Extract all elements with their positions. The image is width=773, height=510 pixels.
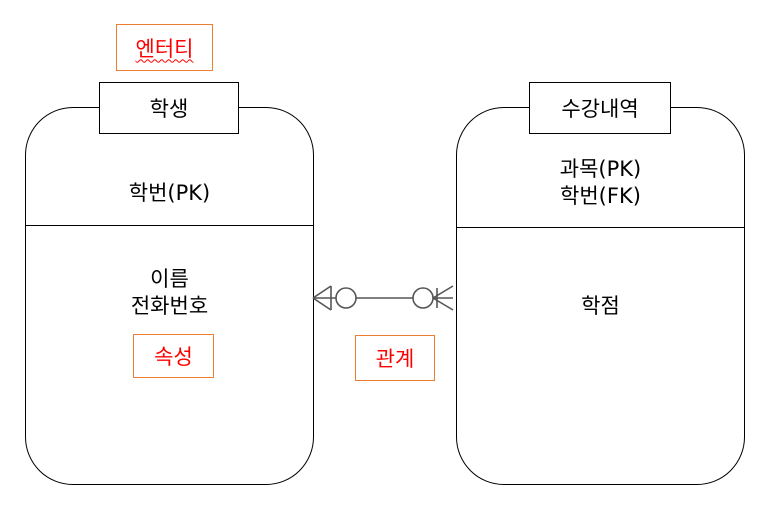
left-optional-circle: [335, 287, 357, 309]
right-crowfoot-lower: [432, 297, 454, 311]
right-crowfoot-upper: [432, 285, 454, 299]
left-crowfoot-upper: [312, 285, 332, 299]
student-attribute-name: 이름: [150, 267, 189, 291]
student-key-attribute: 학번(PK): [128, 181, 211, 205]
callout-entity-text: 엔터티: [135, 36, 194, 61]
entity-divider: [457, 227, 744, 228]
left-crowfoot-lower: [312, 297, 332, 311]
callout-entity: 엔터티: [116, 24, 213, 71]
relationship-connector[interactable]: [305, 276, 465, 320]
callout-relationship: 관계: [355, 335, 435, 381]
callout-attribute: 속성: [133, 334, 214, 378]
enrollment-attribute-grade: 학점: [581, 294, 620, 318]
enrollment-key-course: 과목(PK): [559, 157, 642, 181]
entity-title-student[interactable]: 학생: [99, 82, 239, 134]
student-attribute-phone: 전화번호: [130, 294, 209, 318]
right-optional-circle: [412, 287, 434, 309]
callout-attribute-text: 속성: [154, 345, 193, 369]
entity-title-enrollment[interactable]: 수강내역: [529, 82, 671, 134]
entity-box-enrollment[interactable]: [456, 107, 745, 485]
enrollment-key-student: 학번(FK): [560, 184, 641, 208]
entity-box-student[interactable]: [25, 107, 314, 485]
entity-divider: [26, 225, 313, 226]
callout-relationship-text: 관계: [375, 347, 415, 371]
